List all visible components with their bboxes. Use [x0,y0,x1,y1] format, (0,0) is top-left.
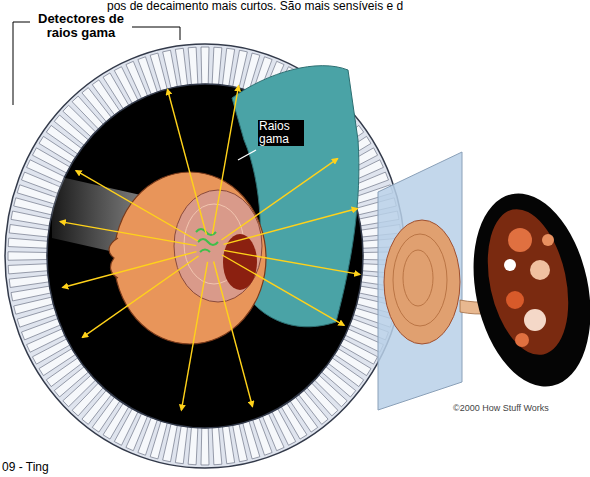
detector-fin [222,426,234,464]
detector-fin [201,47,209,84]
pet-image [457,182,590,397]
detector-fin [8,264,47,274]
detector-fins [8,47,402,465]
face-profile [109,238,118,278]
detector-fin [175,426,187,464]
slice-contour [403,250,433,306]
slice-plane [378,152,462,410]
gamma-ray [60,222,196,246]
gamma-ray [168,89,207,234]
leader-line [13,22,30,105]
patient-head [114,172,266,344]
detector-fin [9,225,49,237]
gamma-ray [221,159,337,240]
brain-slice [384,220,460,344]
cut-text: pos de decaimento mais curtos. São mais … [106,0,404,13]
slice-contour [393,234,447,326]
leader-line [130,27,180,40]
detector-fin [163,50,178,88]
detector-fin [11,286,51,301]
detector-fin [175,48,187,86]
gamma-ray [76,171,198,241]
part-label: Detectores de raios gama [30,12,132,41]
detector-fin [188,427,198,464]
detector-fin [8,252,47,260]
detector-fin [188,47,198,84]
leader-line [238,150,256,160]
tracer-region [223,234,257,290]
gamma-ray [181,262,207,410]
detector-fin [9,275,49,287]
gamma-ray [212,86,238,234]
part-label: Raios gama [258,120,304,146]
tracer-source [196,229,218,252]
detector-fin [233,424,248,462]
detector-fin [222,48,234,86]
detector-fin [8,238,47,248]
gamma-ray [214,262,253,407]
gamma-ray [224,250,360,274]
pet-image-activity [475,202,580,363]
detector-fin [212,427,222,464]
gamma-rays [60,86,359,410]
copyright-note: ©2000 How Stuff Works [452,404,550,414]
detector-ring [5,44,405,468]
gamma-ray [222,255,344,325]
brain [174,190,262,302]
gamma-ray [82,256,198,337]
detector-fin [212,47,222,84]
page-note: 09 - Ting [1,461,50,474]
gamma-ray [63,252,197,288]
gamma-ray [224,209,358,245]
detector-fin [201,428,209,465]
